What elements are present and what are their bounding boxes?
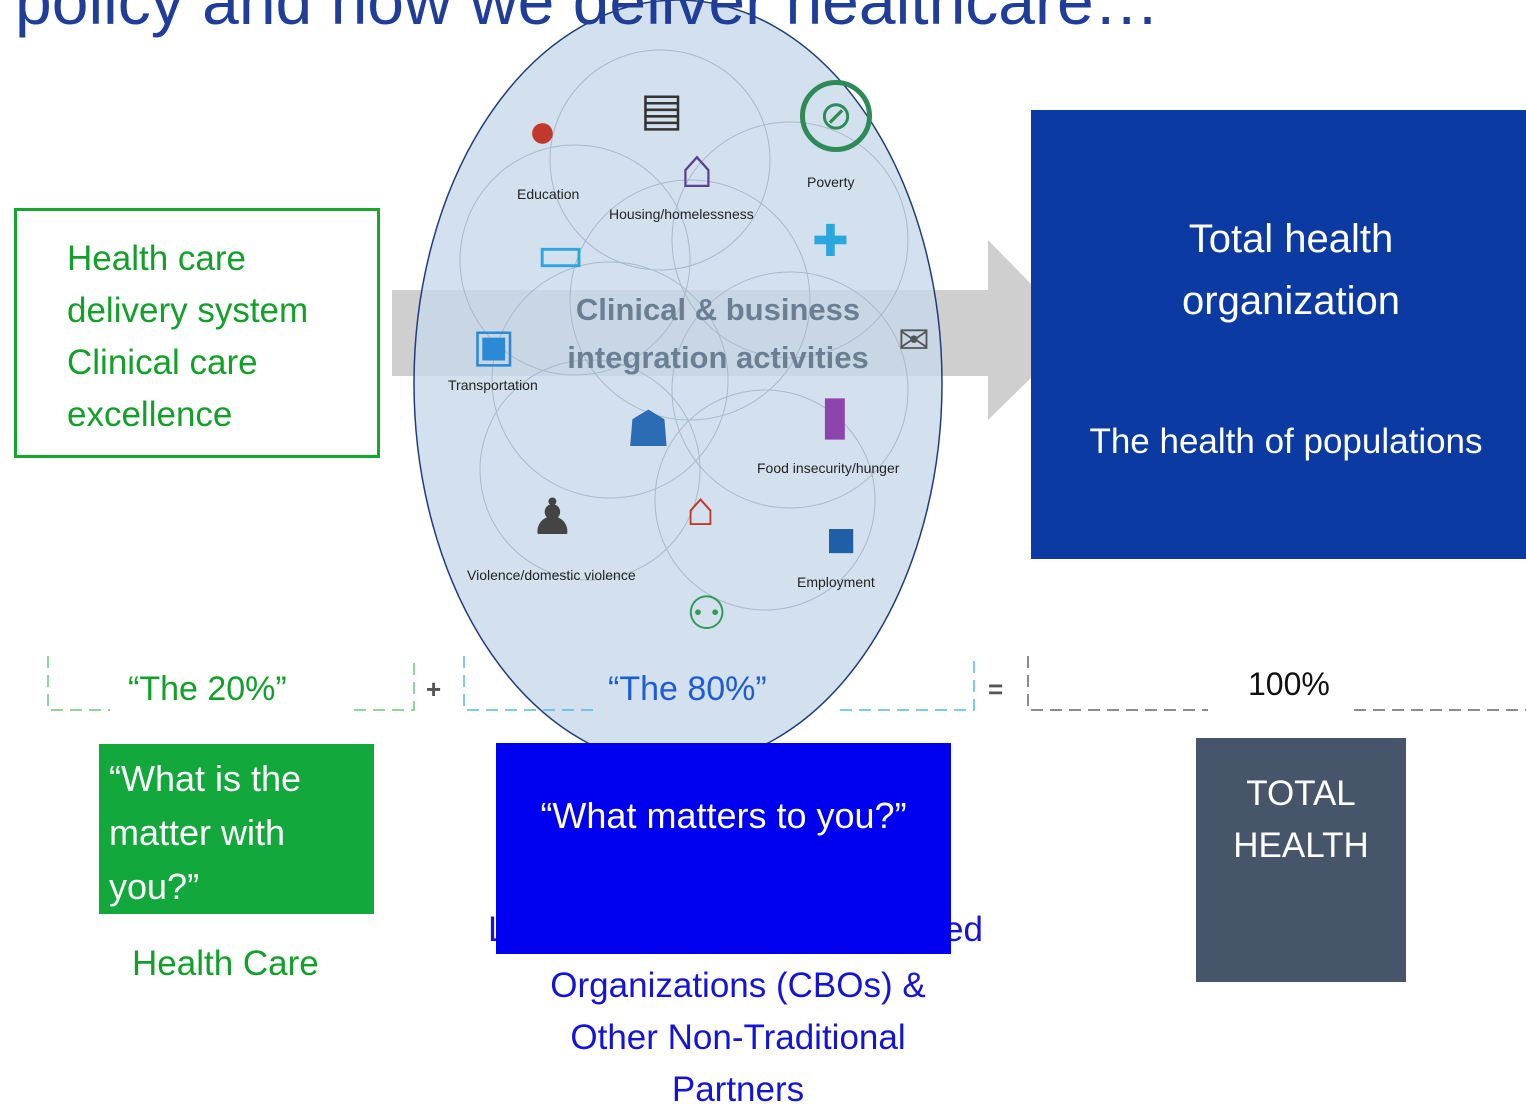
health-care-caption: Health Care — [132, 944, 319, 983]
org-subtitle: The health of populations — [1089, 422, 1483, 461]
violence-icon: ♟ — [530, 489, 575, 545]
plus-sign: + — [426, 674, 442, 704]
family-icon: ☗ — [626, 401, 671, 457]
laptop-icon: ▭ — [536, 225, 586, 283]
delivery-line-2: delivery system — [67, 291, 309, 330]
icon-label-violence: Violence/domestic violence — [467, 567, 636, 583]
car-house-icon: ⌂ — [686, 483, 715, 536]
org-title: Total health organization — [1031, 208, 1526, 332]
icon-label-food: Food insecurity/hunger — [757, 460, 900, 476]
equation-part-20: “The 20%” — [128, 670, 287, 708]
slide-title: g policy and how we deliver healthcare… — [0, 0, 1160, 38]
house-icon: ⌂ — [680, 136, 714, 199]
org-title-line-2: organization — [1182, 279, 1400, 323]
bracket-20 — [47, 656, 415, 711]
integration-title-line-1: Clinical & business — [575, 292, 861, 327]
total-health-box: TOTAL HEALTH — [1196, 738, 1406, 982]
icon-label-employment: Employment — [797, 574, 875, 590]
envelope-icon: ✉ — [898, 320, 930, 362]
news-screen-icon: ▤ — [640, 83, 684, 135]
cbo-caption: Organizations (CBOs) & Other Non-Traditi… — [468, 960, 1008, 1116]
icon-label-education: Education — [517, 186, 580, 202]
delivery-system-box: Health care delivery system Clinical car… — [14, 208, 380, 458]
equals-sign: = — [988, 674, 1004, 704]
icon-label-transportation: Transportation — [448, 377, 538, 393]
integration-title-line-2: integration activities — [567, 340, 869, 375]
delivery-line-1: Health care — [67, 239, 246, 278]
no-money-icon: ⊘ — [800, 80, 872, 152]
total-health-org-box: Total health organization The health of … — [1031, 110, 1526, 559]
briefcase-icon: ■ — [826, 511, 857, 567]
equation-total: 100% — [1248, 666, 1330, 702]
bracket-80 — [463, 656, 975, 711]
cbo-caption-line-3: Partners — [671, 1070, 805, 1109]
equation-part-80: “The 80%” — [608, 670, 767, 708]
syringe-vial-icon: ✚ — [812, 217, 849, 266]
delivery-line-4: excellence — [67, 395, 233, 434]
icon-label-housing: Housing/homelessness — [609, 206, 754, 222]
delivery-line-3: Clinical care — [67, 343, 258, 382]
what-matters-box: “What matters to you?” — [496, 743, 951, 954]
cbo-caption-line-1: Organizations (CBOs) & — [550, 966, 926, 1005]
grocery-bag-icon: ▮ — [820, 385, 850, 445]
apple-books-icon: ● — [528, 105, 557, 158]
org-title-line-1: Total health — [1188, 217, 1394, 261]
doctor-patient-icon: ⚇ — [686, 587, 728, 639]
cbo-caption-line-2: Other Non-Traditional — [570, 1018, 906, 1057]
icon-label-poverty: Poverty — [807, 174, 855, 190]
bus-icon: ▣ — [472, 319, 516, 371]
health-care-question-box: “What is the matter with you?” — [99, 744, 374, 914]
venn-circles — [459, 49, 909, 611]
bracket-100 — [1027, 656, 1526, 711]
